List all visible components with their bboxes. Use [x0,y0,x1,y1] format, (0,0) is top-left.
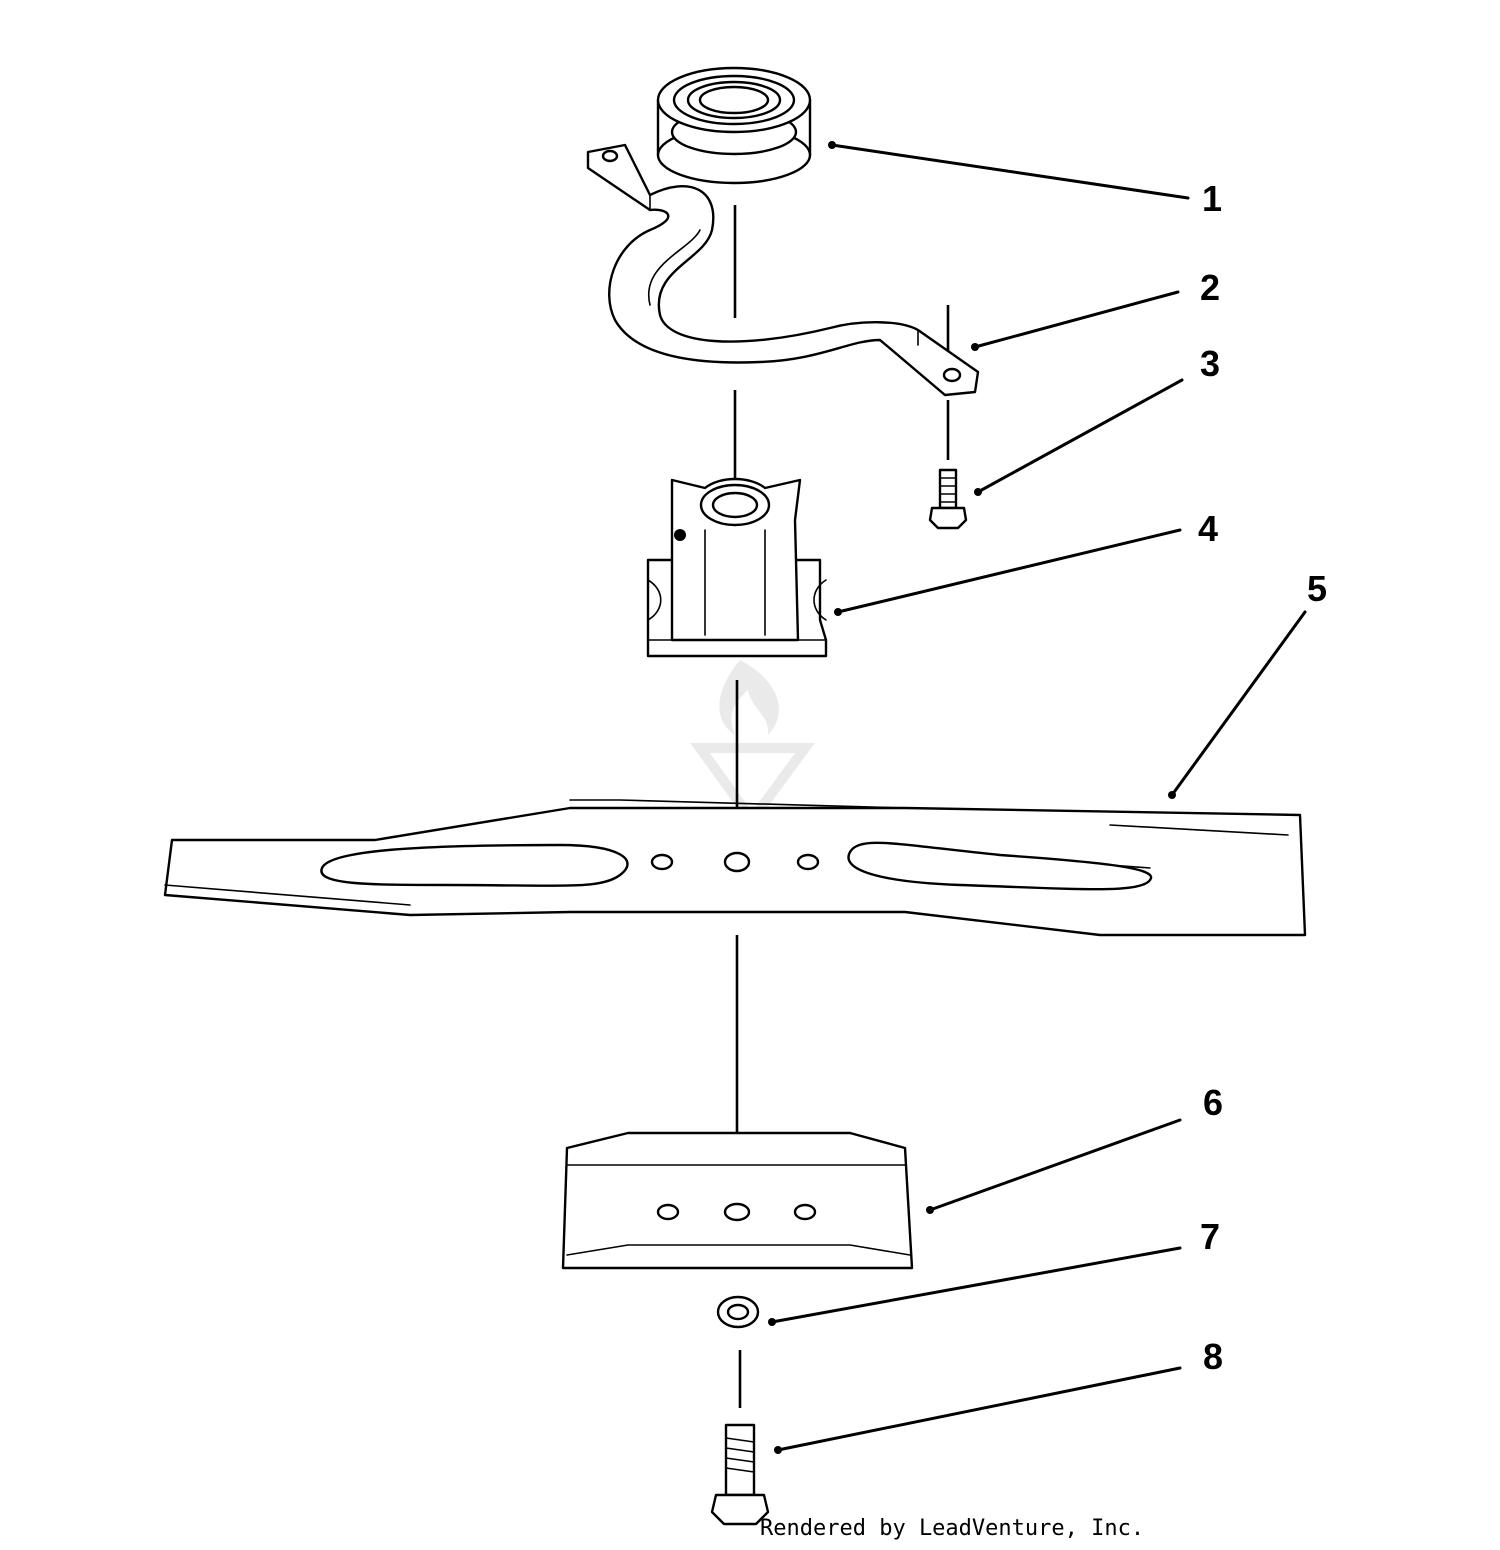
callout-5: 5 [1307,568,1327,609]
leader-lines [768,141,1307,1454]
blade-adapter [646,477,828,658]
idler-pulley [656,66,812,185]
blade-bolt [710,1423,770,1526]
idler-arm [586,143,980,397]
callout-2: 2 [1200,267,1220,308]
washer [716,1295,760,1329]
callout-7: 7 [1200,1216,1220,1257]
blade-stiffener [561,1131,914,1270]
leadventure-watermark [690,660,815,829]
bolt-upper [928,468,968,530]
callout-4: 4 [1198,508,1218,549]
mower-blade [163,799,1307,937]
render-credit: Rendered by LeadVenture, Inc. [760,1516,1144,1541]
callout-8: 8 [1203,1336,1223,1377]
callout-1: 1 [1202,178,1222,219]
callout-3: 3 [1200,343,1220,384]
callout-6: 6 [1203,1082,1223,1123]
